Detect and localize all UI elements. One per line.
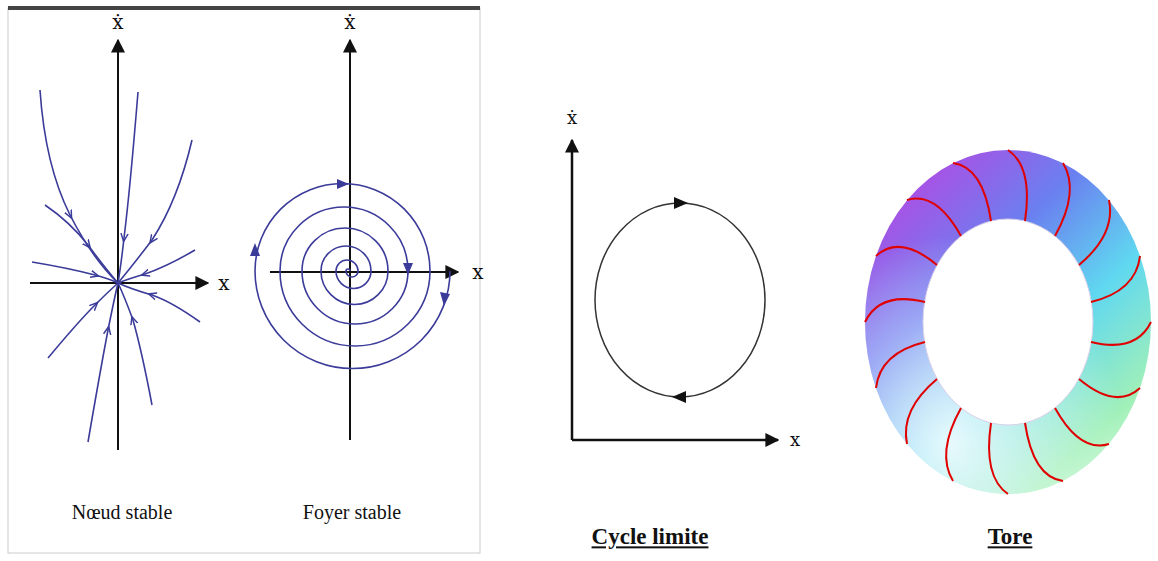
axis (571, 140, 574, 440)
axis (349, 40, 351, 440)
torus-trajectory (1079, 200, 1110, 265)
trajectory (88, 283, 118, 442)
torus-trajectory (953, 163, 991, 221)
trajectory (32, 262, 118, 283)
torus-trajectory (946, 408, 961, 481)
torus-trajectory (906, 379, 937, 444)
torus (865, 150, 1151, 494)
axis (572, 439, 778, 442)
panel-frame (8, 8, 480, 553)
arrowhead (403, 263, 413, 275)
axis (117, 40, 119, 450)
limit-cycle-portrait (572, 140, 778, 440)
arrowhead (674, 197, 688, 209)
limit-cycle (595, 203, 765, 397)
focus-portrait (250, 40, 458, 440)
arrowhead (250, 243, 260, 256)
torus-trajectory (865, 299, 925, 322)
torus-trajectory (1091, 322, 1151, 345)
torus-trajectory (876, 342, 925, 388)
torus-trajectory (876, 247, 937, 265)
trajectory (118, 140, 192, 283)
torus-trajectory (1055, 163, 1070, 236)
torus-surface (865, 150, 1151, 494)
torus-trajectory (1025, 423, 1063, 481)
caption: Foyer stable (303, 501, 401, 523)
arrowhead (337, 179, 349, 189)
axis-label: x (472, 261, 483, 283)
torus-trajectory (1055, 408, 1109, 446)
torus-trajectory (989, 423, 1008, 494)
caption: Nœud stable (72, 501, 173, 523)
trajectory (118, 283, 200, 322)
axis-label: ẋ (567, 108, 577, 128)
panel-top-rule (8, 6, 480, 10)
torus-trajectory (1091, 256, 1140, 302)
torus-trajectory (907, 199, 961, 237)
caption: Tore (988, 524, 1033, 549)
torus-trajectory (1008, 150, 1027, 221)
node-portrait (30, 40, 208, 450)
trajectory (118, 283, 152, 405)
arrowhead (672, 391, 686, 403)
axis-label: ẋ (344, 11, 355, 33)
trajectory (118, 92, 138, 283)
axis-label: x (790, 430, 800, 450)
torus-trajectory (1079, 379, 1140, 397)
caption: Cycle limite (592, 524, 709, 549)
trajectory (118, 250, 195, 283)
torus-hole (923, 219, 1093, 425)
trajectory (48, 283, 118, 358)
axis-label: x (218, 272, 229, 294)
arrowhead (440, 292, 450, 306)
trajectory (40, 90, 118, 283)
axis-label: ẋ (112, 11, 123, 33)
spiral-trajectory (255, 184, 450, 369)
torus-shading (865, 150, 1151, 494)
